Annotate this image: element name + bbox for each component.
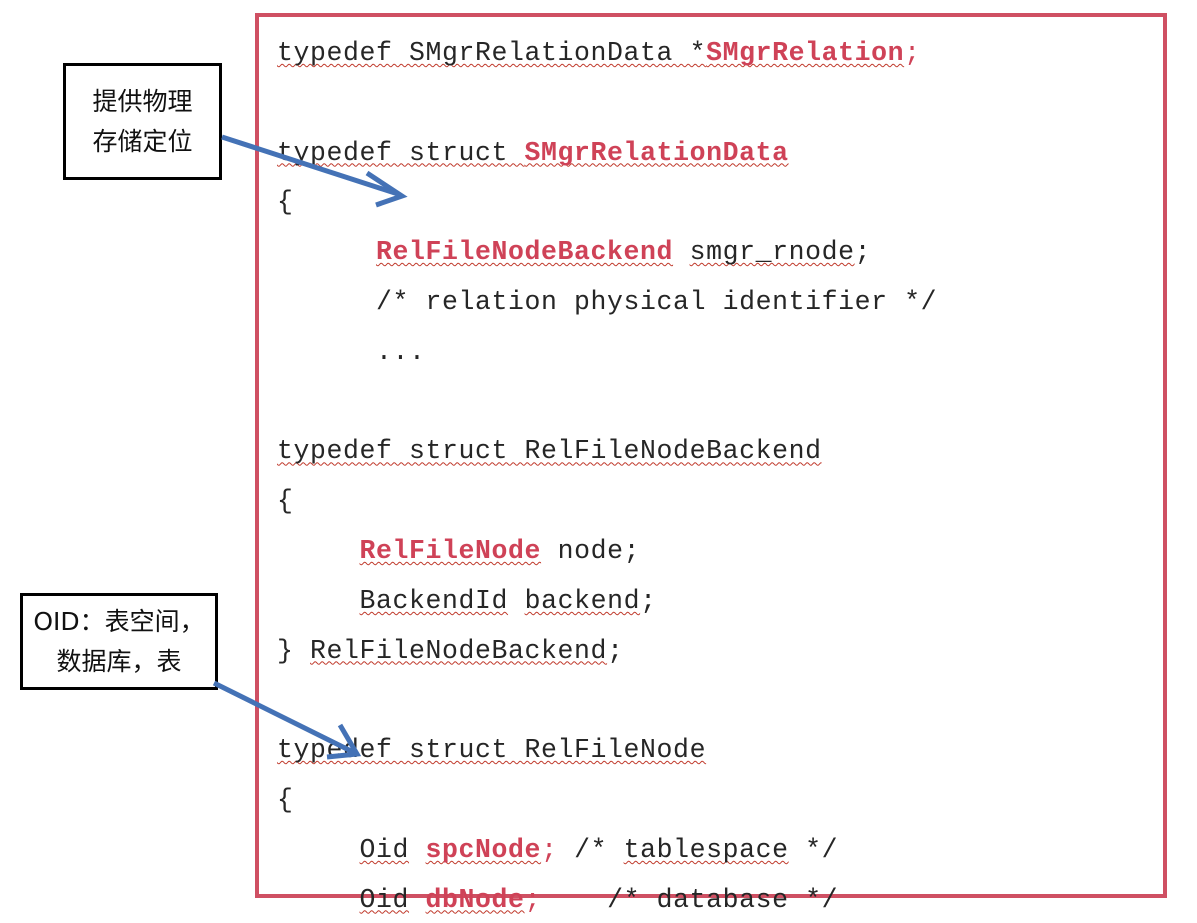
annotation-line: 存储定位 [92, 126, 193, 156]
code-token [277, 885, 360, 915]
code-line [277, 79, 1159, 129]
code-line: { [277, 776, 1159, 826]
code-line: BackendId backend; [277, 577, 1159, 627]
code-token: ; [854, 237, 872, 268]
code-token-misspelled: backend [524, 585, 641, 616]
code-token [673, 237, 690, 267]
code-token-misspelled: SMgrRelationData [524, 137, 789, 168]
code-token: ... [277, 336, 426, 367]
code-line: ... [277, 328, 1159, 378]
code-token: ; [607, 635, 624, 666]
code-token-misspelled: BackendId [359, 585, 509, 616]
code-line: } RelFileNodeBackend; [277, 627, 1159, 677]
code-token: /* [557, 834, 624, 865]
code-token-misspelled: typedef struct RelFileNode [277, 735, 707, 766]
code-line [277, 378, 1159, 428]
code-token [277, 237, 376, 267]
code-token-misspelled: SMgrRelation [706, 38, 905, 68]
code-lines-container: typedef SMgrRelationData *SMgrRelation; … [277, 29, 1159, 923]
code-line: /* relation physical identifier */ [277, 278, 1159, 328]
code-token-misspelled: typedef struct [277, 137, 525, 168]
code-token-misspelled: smgr_rnode [689, 237, 855, 268]
code-token-misspelled: Oid [359, 884, 410, 915]
annotation-box-oid: OID：表空间， 数据库，表 [20, 593, 218, 690]
code-snippet-panel: typedef SMgrRelationData *SMgrRelation; … [255, 13, 1167, 915]
code-token-misspelled: spcNode [425, 834, 542, 865]
code-token-misspelled: tablespace [623, 834, 789, 865]
code-line: typedef struct RelFileNode [277, 726, 1159, 776]
code-token [508, 586, 525, 616]
code-token: ; [524, 884, 542, 915]
code-token-misspelled: dbNode [425, 884, 525, 915]
code-token [277, 835, 360, 865]
annotation-line: 数据库，表 [56, 646, 182, 676]
code-token: { [277, 784, 294, 815]
code-token [409, 885, 426, 915]
code-line: Oid dbNode; /* database */ [277, 876, 1159, 923]
code-token: ; [640, 585, 657, 616]
code-line: typedef struct RelFileNodeBackend [277, 427, 1159, 477]
code-line: Oid spcNode; /* tablespace */ [277, 826, 1159, 876]
code-line: typedef SMgrRelationData *SMgrRelation; [277, 29, 1159, 79]
code-line: RelFileNodeBackend smgr_rnode; [277, 228, 1159, 278]
code-token [277, 536, 360, 566]
code-token: ; [541, 834, 558, 865]
code-token-misspelled: Oid [359, 834, 410, 865]
code-token: ; [623, 535, 641, 566]
code-token: node [557, 535, 624, 566]
code-token: */ [788, 834, 839, 865]
code-token [541, 536, 558, 566]
code-token-misspelled: typedef struct RelFileNodeBackend [277, 436, 822, 467]
annotation-box-physical-storage: 提供物理 存储定位 [63, 63, 222, 180]
code-token: ; [904, 38, 921, 68]
code-line: { [277, 477, 1159, 527]
code-token-misspelled: RelFileNodeBackend [376, 237, 674, 268]
code-line [277, 676, 1159, 726]
code-token-misspelled: typedef SMgrRelationData * [277, 38, 707, 68]
code-line: { [277, 178, 1159, 228]
code-token [277, 586, 360, 616]
code-token: } [277, 635, 311, 666]
code-line: typedef struct SMgrRelationData [277, 129, 1159, 179]
code-line: RelFileNode node; [277, 527, 1159, 577]
code-token [409, 835, 426, 865]
code-token: /* relation physical identifier */ [277, 286, 938, 317]
code-token: { [277, 187, 294, 218]
annotation-line: 提供物理 [92, 86, 193, 116]
code-token: { [277, 486, 294, 517]
code-token-misspelled: RelFileNode [359, 535, 542, 566]
code-token: /* database */ [541, 884, 839, 915]
annotation-line: OID：表空间， [33, 606, 205, 636]
code-token-misspelled: RelFileNodeBackend [310, 635, 608, 666]
